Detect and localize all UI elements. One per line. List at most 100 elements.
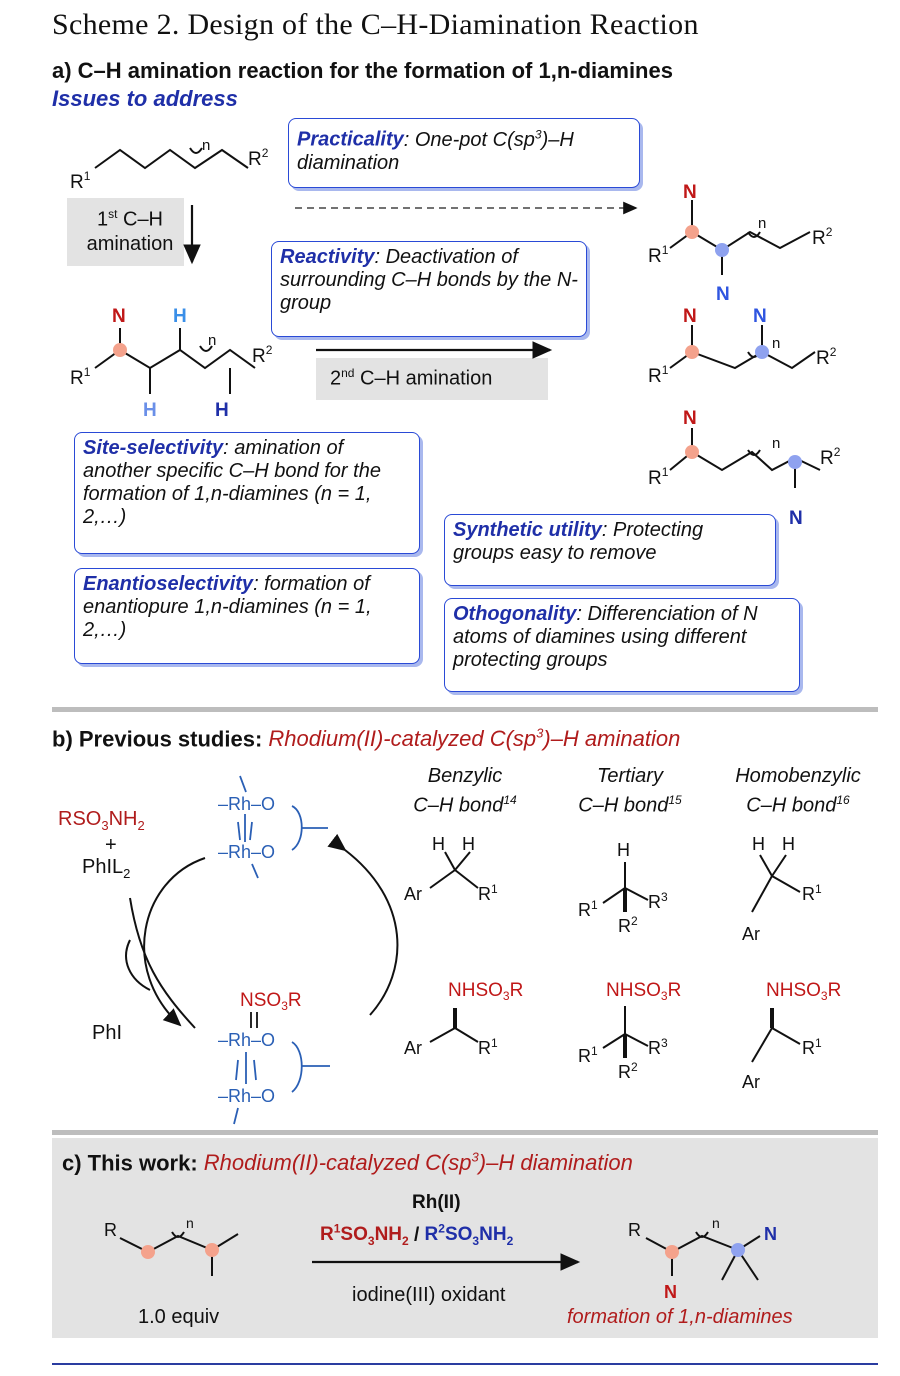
synthetic-text: : Protecting groups easy to remove bbox=[453, 519, 704, 564]
svg-text:H: H bbox=[617, 840, 630, 860]
reactivity-text: : Deactivation of surrounding C–H bonds … bbox=[280, 246, 578, 314]
svg-text:Ar: Ar bbox=[404, 1038, 422, 1058]
svg-text:R1: R1 bbox=[648, 363, 669, 387]
site-selectivity-box: Site-selectivity: amination of another s… bbox=[74, 432, 420, 554]
svg-text:N: N bbox=[683, 306, 697, 327]
plus-sign: + bbox=[105, 834, 117, 856]
section-c-bg bbox=[52, 1138, 878, 1338]
separator-ab bbox=[52, 707, 878, 712]
svg-text:Ar: Ar bbox=[742, 1072, 760, 1092]
ortho-text: : Differenciation of N atoms of diamines… bbox=[453, 603, 758, 671]
svg-text:Ar: Ar bbox=[404, 884, 422, 904]
synthetic-key: Synthetic utility bbox=[453, 519, 602, 541]
enantio-text: : formation of enantiopure 1,n-diamines … bbox=[83, 573, 372, 641]
enantio-key: Enantioselectivity bbox=[83, 573, 254, 595]
rh-catalyst-bottom: –Rh–O –Rh–O bbox=[218, 1030, 275, 1106]
c-substrate bbox=[119, 1231, 239, 1276]
practicality-box: Practicality: One-pot C(sp3)–H diaminati… bbox=[288, 118, 640, 188]
svg-text:R3: R3 bbox=[648, 1036, 668, 1058]
bottom-rule bbox=[52, 1363, 878, 1365]
rh-catalyst-top: –Rh–O –Rh–O bbox=[218, 794, 275, 862]
svg-text:H: H bbox=[173, 306, 187, 327]
catalytic-cycle bbox=[125, 833, 399, 1029]
svg-text:H: H bbox=[462, 834, 475, 854]
issues-label: Issues to address bbox=[52, 86, 238, 111]
reactivity-box: Reactivity: Deactivation of surrounding … bbox=[271, 241, 587, 337]
svg-text:H: H bbox=[215, 400, 229, 421]
svg-text:R2: R2 bbox=[812, 225, 833, 249]
svg-text:–Rh–O: –Rh–O bbox=[218, 794, 275, 814]
equiv-label: 1.0 equiv bbox=[138, 1306, 220, 1328]
svg-text:R2: R2 bbox=[252, 343, 273, 367]
svg-text:R1: R1 bbox=[578, 1044, 598, 1066]
synthetic-utility-box: Synthetic utility: Protecting groups eas… bbox=[444, 514, 776, 586]
svg-text:N: N bbox=[683, 408, 697, 429]
svg-text:–Rh–O: –Rh–O bbox=[218, 1030, 275, 1050]
svg-text:N: N bbox=[112, 306, 126, 327]
c-product bbox=[645, 1231, 761, 1281]
svg-text:NSO3R: NSO3R bbox=[240, 990, 302, 1013]
svg-text:n: n bbox=[202, 137, 210, 154]
svg-text:R1: R1 bbox=[648, 465, 669, 489]
svg-text:NHSO3R: NHSO3R bbox=[448, 980, 523, 1003]
scheme-title: Scheme 2. Design of the C–H-Diamination … bbox=[52, 8, 699, 41]
svg-text:R2: R2 bbox=[248, 146, 269, 170]
svg-text:n: n bbox=[208, 332, 216, 349]
svg-text:R2: R2 bbox=[618, 1060, 638, 1082]
svg-text:n: n bbox=[772, 335, 780, 352]
svg-text:n: n bbox=[758, 215, 766, 232]
start-chain bbox=[94, 147, 249, 170]
svg-text:R2: R2 bbox=[820, 445, 841, 469]
monoamine-chain bbox=[94, 328, 256, 394]
first-amination-bg bbox=[67, 198, 184, 266]
svg-text:N: N bbox=[753, 306, 767, 327]
oxidant-label: iodine(III) oxidant bbox=[352, 1284, 506, 1306]
svg-text:–Rh–O: –Rh–O bbox=[218, 1086, 275, 1106]
practicality-key: Practicality bbox=[297, 128, 404, 151]
svg-text:Ar: Ar bbox=[742, 924, 760, 944]
svg-text:n: n bbox=[186, 1215, 194, 1231]
svg-text:H: H bbox=[432, 834, 445, 854]
svg-text:R1: R1 bbox=[578, 898, 598, 920]
svg-text:N: N bbox=[789, 508, 803, 529]
section-b-heading: b) Previous studies: Rhodium(II)-catalyz… bbox=[52, 726, 681, 752]
second-amination-bg bbox=[316, 358, 548, 400]
catalyst-label: Rh(II) bbox=[412, 1192, 461, 1213]
second-amination-label: 2nd C–H amination bbox=[330, 366, 493, 390]
svg-text:R1: R1 bbox=[478, 1036, 498, 1058]
svg-text:H: H bbox=[782, 834, 795, 854]
svg-text:R1: R1 bbox=[648, 243, 669, 267]
svg-text:H: H bbox=[143, 400, 157, 421]
svg-text:NHSO3R: NHSO3R bbox=[766, 980, 841, 1003]
svg-text:R1: R1 bbox=[802, 1036, 822, 1058]
svg-text:–Rh–O: –Rh–O bbox=[218, 842, 275, 862]
section-c-heading: c) This work: Rhodium(II)-catalyzed C(sp… bbox=[62, 1150, 633, 1176]
section-a-heading: a) C–H amination reaction for the format… bbox=[52, 58, 673, 83]
reactivity-key: Reactivity bbox=[280, 246, 375, 268]
svg-text:R1: R1 bbox=[478, 882, 498, 904]
svg-text:R1: R1 bbox=[70, 365, 91, 389]
ortho-key: Othogonality bbox=[453, 603, 577, 625]
svg-text:n: n bbox=[772, 435, 780, 452]
reagent-phil2: PhIL2 bbox=[82, 856, 131, 881]
svg-text:R1: R1 bbox=[70, 169, 91, 193]
svg-text:R1: R1 bbox=[802, 882, 822, 904]
svg-text:N: N bbox=[683, 182, 697, 203]
orthogonality-box: Othogonality: Differenciation of N atoms… bbox=[444, 598, 800, 692]
site-text: : amination of another specific C–H bond… bbox=[83, 437, 381, 528]
svg-text:NHSO3R: NHSO3R bbox=[606, 980, 681, 1003]
svg-text:N: N bbox=[664, 1282, 677, 1302]
svg-text:R3: R3 bbox=[648, 890, 668, 912]
enantioselectivity-box: Enantioselectivity: formation of enantio… bbox=[74, 568, 420, 664]
site-key: Site-selectivity bbox=[83, 437, 224, 459]
practicality-text: : One-pot C(sp3)–H diamination bbox=[297, 127, 574, 174]
reagent-sulfamate: RSO3NH2 bbox=[58, 808, 145, 833]
svg-text:R: R bbox=[104, 1220, 117, 1240]
separator-bc bbox=[52, 1130, 878, 1135]
svg-text:N: N bbox=[764, 1224, 777, 1244]
reagents-label: R1SO3NH2 / R2SO3NH2 bbox=[320, 1222, 514, 1249]
svg-text:H: H bbox=[752, 834, 765, 854]
